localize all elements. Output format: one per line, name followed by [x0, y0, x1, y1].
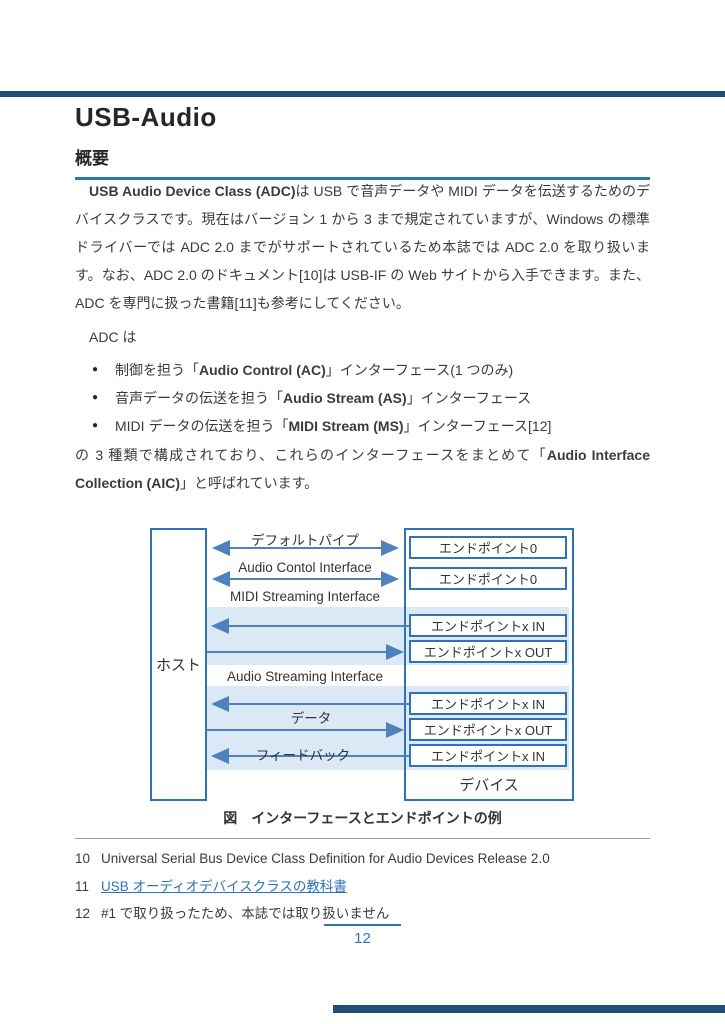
text-run: MIDI データの伝送を担う「: [115, 418, 289, 434]
text-run: の 3 種類で構成されており、これらのインターフェースをまとめて「: [75, 447, 547, 463]
endpoint-box: エンドポイントx IN: [409, 744, 567, 767]
bullet-item: ● 音声データの伝送を担う「Audio Stream (AS)」インターフェース: [75, 384, 650, 412]
footnote: 12 #1 で取り扱ったため、本誌では取り扱いません: [75, 900, 650, 928]
diagram-arrows: [207, 540, 409, 764]
text-run: 」と呼ばれています。: [180, 475, 319, 491]
text-run: 」インターフェース(1 つのみ): [325, 362, 514, 378]
footnote-text: #1 で取り扱ったため、本誌では取り扱いません: [101, 906, 390, 921]
top-rule: [0, 91, 725, 97]
text-run: 」インターフェース: [406, 390, 532, 406]
label-audio-control-interface: Audio Contol Interface: [238, 560, 372, 575]
endpoint-box: エンドポイントx OUT: [409, 718, 567, 741]
bold-run: Audio Control (AC): [199, 362, 326, 378]
bullet-marker: ●: [92, 420, 99, 431]
footnotes: 10 Universal Serial Bus Device Class Defi…: [75, 845, 650, 928]
footnote: 10 Universal Serial Bus Device Class Defi…: [75, 845, 650, 873]
footnote: 11 USB オーディオデバイスクラスの教科書: [75, 873, 650, 901]
paragraph-conclusion: の 3 種類で構成されており、これらのインターフェースをまとめて「Audio I…: [75, 441, 650, 497]
figure-caption: 図 インターフェースとエンドポイントの例: [223, 810, 502, 826]
bullet-list: ● 制御を担う「Audio Control (AC)」インターフェース(1 つのみ…: [75, 356, 650, 440]
bold-run: Audio Stream (AS): [283, 390, 407, 406]
footnote-separator: [75, 838, 650, 839]
endpoint-box: エンドポイントx OUT: [409, 640, 567, 663]
text-run: 制御を担う「: [115, 362, 199, 378]
figure-diagram: ホスト デフォルトパイプ Audio Contol Interface MIDI…: [75, 528, 650, 811]
label-audio-streaming-interface: Audio Streaming Interface: [226, 669, 384, 684]
endpoint-box: エンドポイントx IN: [409, 614, 567, 637]
page-title: USB-Audio: [75, 102, 217, 132]
footer-rule: [324, 924, 401, 926]
bullet-text: 音声データの伝送を担う「Audio Stream (AS)」インターフェース: [115, 384, 531, 412]
host-box: ホスト: [150, 528, 207, 801]
label-default-pipe: デフォルトパイプ: [251, 533, 359, 548]
text-run: 」インターフェース[12]: [403, 418, 552, 434]
text-run: 音声データの伝送を担う「: [115, 390, 283, 406]
paragraph-adc-lead: ADC は: [89, 329, 137, 345]
bullet-marker: ●: [92, 392, 99, 403]
endpoint-box: エンドポイントx IN: [409, 692, 567, 715]
label-midi-streaming-interface: MIDI Streaming Interface: [229, 589, 381, 604]
section-heading: 概要: [75, 144, 650, 180]
bold-run: USB Audio Device Class (ADC): [89, 183, 296, 199]
endpoint-box: エンドポイント0: [409, 536, 567, 559]
label-data: データ: [290, 711, 332, 726]
footnote-number: 10: [75, 851, 91, 866]
bullet-marker: ●: [92, 364, 99, 375]
paragraph-intro: USB Audio Device Class (ADC)は USB で音声データ…: [75, 177, 650, 317]
bullet-text: MIDI データの伝送を担う「MIDI Stream (MS)」インターフェース…: [115, 412, 551, 440]
bold-run: MIDI Stream (MS): [288, 418, 404, 434]
bottom-rule: [333, 1005, 725, 1013]
footnote-number: 11: [75, 878, 90, 894]
bold-run: Audio Interface Collection (AIC): [75, 447, 651, 491]
footnote-number: 12: [75, 906, 91, 921]
text-run: は USB で音声データや MIDI データを伝送するためのデバイスクラスです。…: [75, 183, 650, 311]
page-number: 12: [354, 930, 371, 947]
endpoint-box: エンドポイント0: [409, 567, 567, 590]
device-box: [404, 528, 574, 801]
device-label: デバイス: [459, 777, 519, 794]
bullet-text: 制御を担う「Audio Control (AC)」インターフェース(1 つのみ): [115, 356, 513, 384]
bullet-item: ● MIDI データの伝送を担う「MIDI Stream (MS)」インターフェー…: [75, 412, 650, 440]
footnote-link[interactable]: USB オーディオデバイスクラスの教科書: [101, 878, 347, 894]
footnote-text: Universal Serial Bus Device Class Defini…: [101, 851, 550, 866]
label-feedback: フィードバック: [255, 748, 351, 763]
bullet-item: ● 制御を担う「Audio Control (AC)」インターフェース(1 つのみ…: [75, 356, 650, 384]
